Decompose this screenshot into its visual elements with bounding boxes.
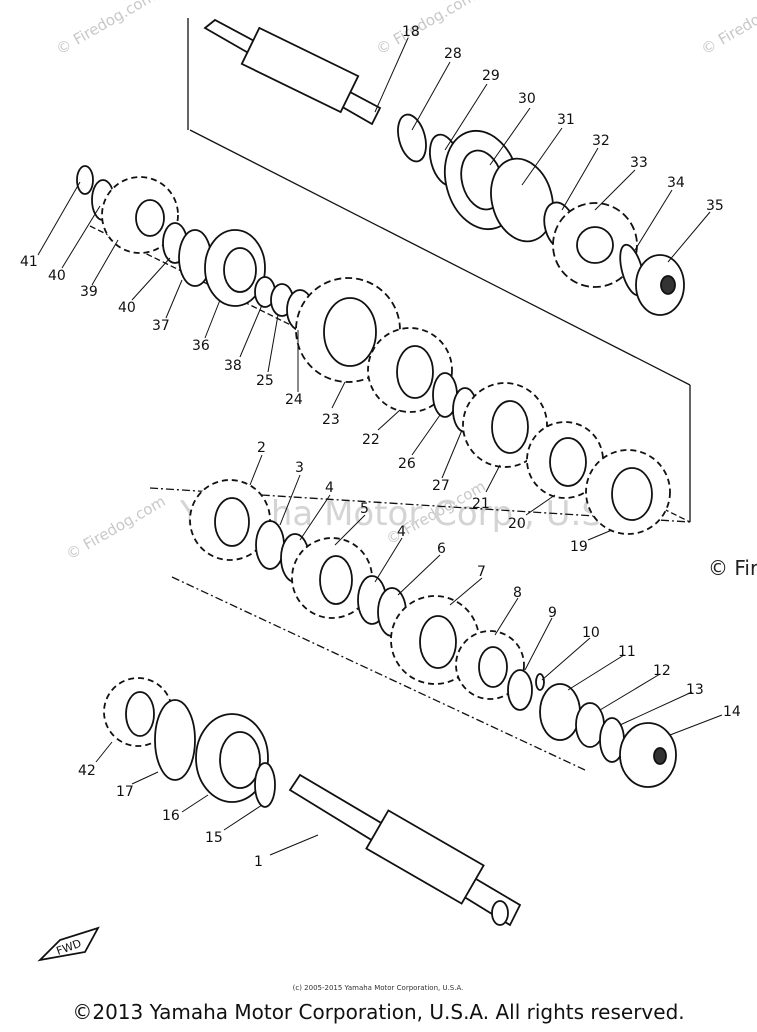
main-shaft-assembly — [103, 677, 522, 927]
watermark-firedog: © Firedog.com — [373, 0, 479, 58]
part-label-39: 39 — [80, 284, 98, 300]
retaining-ring — [154, 699, 196, 781]
watermark-firedog: © Firedog.com — [698, 0, 757, 58]
part-label-5: 5 — [360, 501, 369, 517]
part-label-2: 2 — [257, 440, 266, 456]
part-label-4: 4 — [325, 480, 334, 496]
copyright-footer: ©2013 Yamaha Motor Corporation, U.S.A. A… — [72, 1000, 685, 1024]
main-shaft-gear-row — [189, 479, 677, 788]
part-label-4: 4 — [397, 524, 406, 540]
oil-seal — [397, 113, 427, 163]
forward-direction-badge: FWD — [37, 926, 100, 962]
part-label-40: 40 — [118, 300, 136, 316]
part-label-33: 33 — [630, 155, 648, 171]
part-label-23: 23 — [322, 412, 340, 428]
washer — [255, 520, 285, 570]
part-label-3: 3 — [295, 460, 304, 476]
oil-seal-large — [490, 157, 554, 243]
part-label-1: 1 — [254, 854, 263, 870]
part-label-31: 31 — [557, 112, 575, 128]
part-label-38: 38 — [224, 358, 242, 374]
part-label-19: 19 — [570, 539, 588, 555]
main-shaft-gear-teeth — [365, 809, 485, 905]
part-label-41: 41 — [20, 254, 38, 270]
fine-print-copyright: (c) 2005-2015 Yamaha Motor Corporation, … — [293, 984, 464, 992]
left-gear-pack — [76, 165, 314, 331]
part-label-11: 11 — [618, 644, 636, 660]
part-label-16: 16 — [162, 808, 180, 824]
part-label-40: 40 — [48, 268, 66, 284]
part-label-15: 15 — [205, 830, 223, 846]
part-label-30: 30 — [518, 91, 536, 107]
part-label-28: 28 — [444, 46, 462, 62]
part-label-27: 27 — [432, 478, 450, 494]
output-shaft-splines — [240, 26, 360, 114]
part-label-25: 25 — [256, 373, 274, 389]
part-label-35: 35 — [706, 198, 724, 214]
part-label-22: 22 — [362, 432, 380, 448]
shaft-end — [491, 900, 509, 926]
watermark-firedog: © Firedog.com — [63, 492, 169, 563]
output-shaft-assembly — [203, 18, 685, 316]
middle-gear-row — [295, 277, 671, 535]
part-label-20: 20 — [508, 516, 526, 532]
part-label-18: 18 — [402, 24, 420, 40]
part-label-14: 14 — [723, 704, 741, 720]
part-label-10: 10 — [582, 625, 600, 641]
part-label-6: 6 — [437, 541, 446, 557]
part-label-37: 37 — [152, 318, 170, 334]
part-label-42: 42 — [78, 763, 96, 779]
part-label-36: 36 — [192, 338, 210, 354]
part-label-21: 21 — [472, 496, 490, 512]
part-label-29: 29 — [482, 68, 500, 84]
part-label-24: 24 — [285, 392, 303, 408]
watermark-firedog-edge: © Fire — [708, 556, 757, 580]
sprocket-nut — [635, 254, 685, 316]
watermark-firedog: © Firedog.com — [53, 0, 159, 58]
part-label-7: 7 — [477, 564, 486, 580]
washer — [539, 683, 581, 741]
washer — [254, 762, 276, 808]
part-label-17: 17 — [116, 784, 134, 800]
part-label-12: 12 — [653, 663, 671, 679]
part-label-8: 8 — [513, 585, 522, 601]
washer — [507, 669, 533, 711]
part-label-13: 13 — [686, 682, 704, 698]
part-label-34: 34 — [667, 175, 685, 191]
part-label-32: 32 — [592, 133, 610, 149]
bearing-cover — [619, 722, 677, 788]
circlip — [535, 673, 545, 691]
part-number-labels: 18 28 29 30 31 32 33 34 35 41 40 39 40 3… — [20, 24, 741, 870]
part-label-26: 26 — [398, 456, 416, 472]
part-label-9: 9 — [548, 605, 557, 621]
circlip — [76, 165, 94, 195]
